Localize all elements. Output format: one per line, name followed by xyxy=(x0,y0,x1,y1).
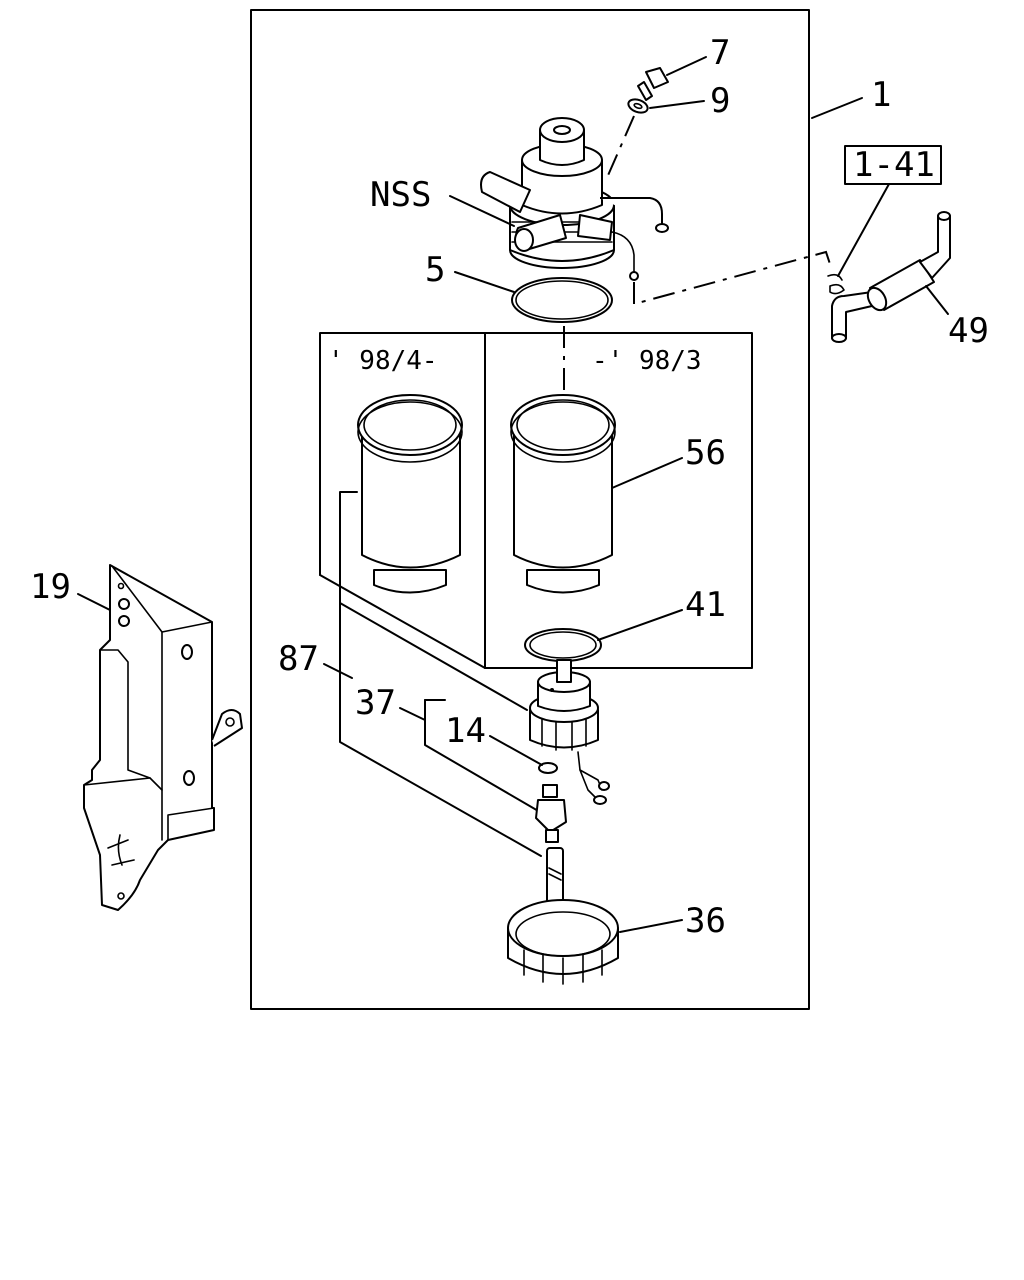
label-o-ring-bottom: 41 xyxy=(685,585,726,625)
label-ring-nut: 36 xyxy=(685,901,726,941)
ref-box xyxy=(844,145,942,185)
label-bracket: 19 xyxy=(30,567,71,607)
label-sensor: 37 xyxy=(355,683,396,723)
sensor-part xyxy=(535,784,567,843)
seal-part xyxy=(538,762,558,774)
filter-element-old xyxy=(510,394,616,594)
leader-bracket-87-37 xyxy=(339,491,542,857)
variant-boxes xyxy=(319,332,753,669)
label-head: NSS xyxy=(370,175,431,215)
label-date-old: -' 98/3 xyxy=(592,346,702,376)
label-seal: 14 xyxy=(445,711,486,751)
label-washer: 9 xyxy=(710,81,730,121)
label-hose: 49 xyxy=(948,311,989,351)
label-element: 56 xyxy=(685,433,726,473)
bracket-part xyxy=(83,564,243,911)
bolt-part xyxy=(637,67,669,101)
drain-cap-part xyxy=(529,659,610,805)
assembly-frame xyxy=(250,9,810,1010)
label-ref-box: 1-41 xyxy=(853,145,935,185)
leader-lines xyxy=(77,56,949,933)
o-ring-bottom xyxy=(524,628,602,662)
label-bolt: 7 xyxy=(710,33,730,73)
label-date-new: ' 98/4- xyxy=(328,346,438,376)
filter-head xyxy=(480,117,669,281)
label-o-ring-top: 5 xyxy=(425,250,445,290)
label-assembly: 1 xyxy=(871,75,891,115)
washer-part xyxy=(627,98,649,114)
filter-element-new xyxy=(357,394,463,594)
ring-nut-part xyxy=(507,899,619,985)
label-drain-cap: 87 xyxy=(278,639,319,679)
hose-part xyxy=(827,211,951,343)
o-ring-top xyxy=(511,277,613,323)
